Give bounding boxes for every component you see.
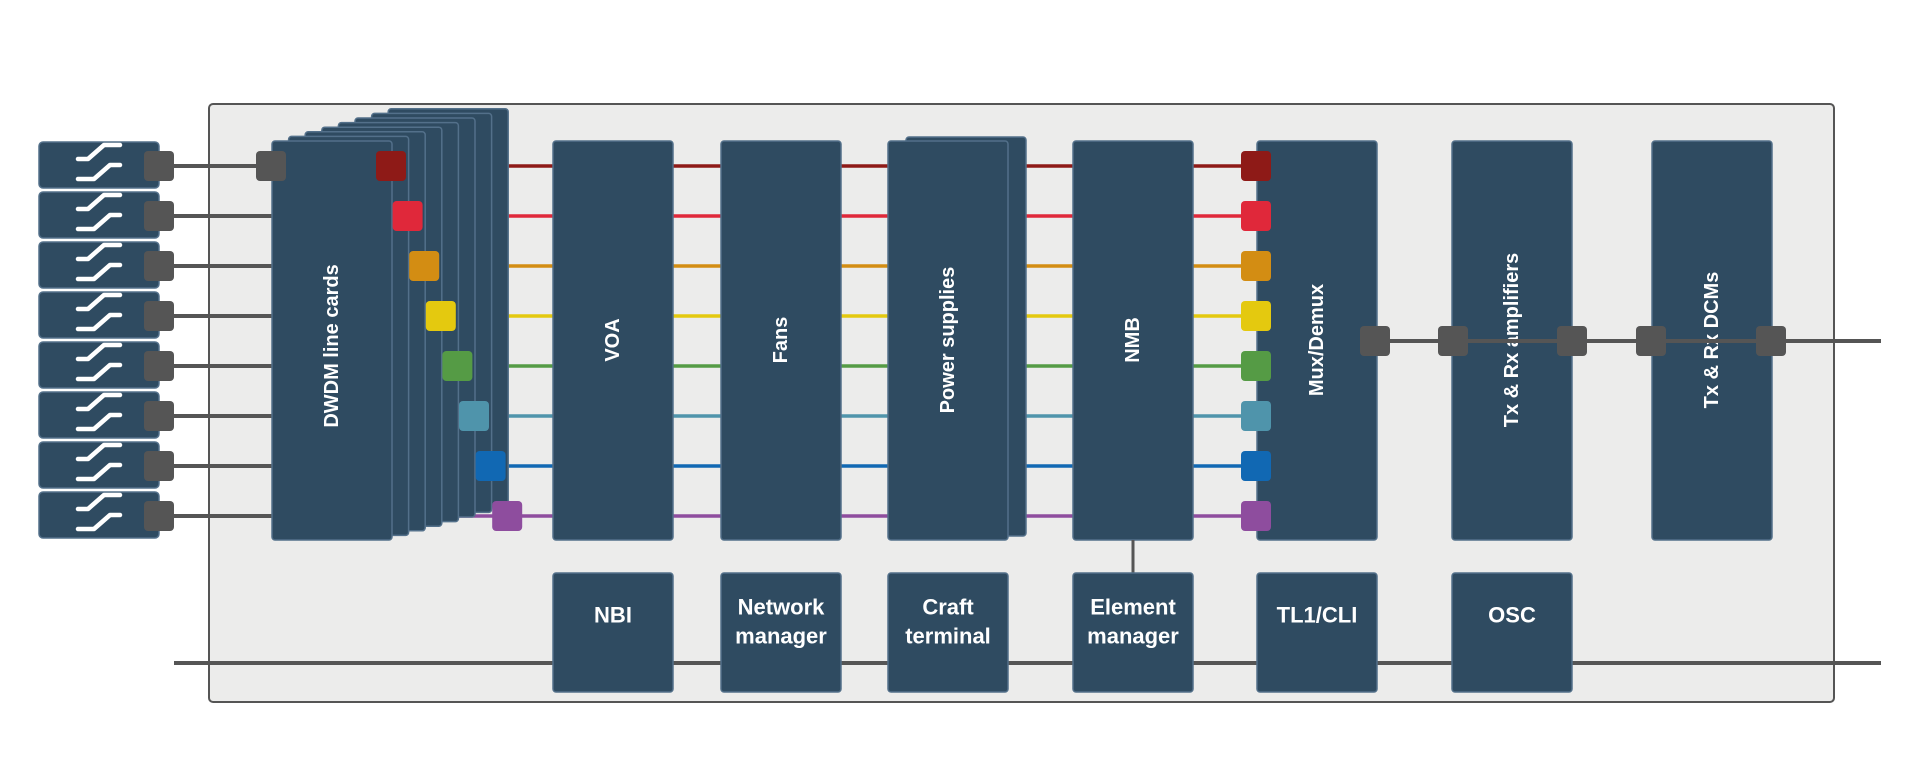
switch-icon <box>75 242 123 282</box>
tl1-cli-box <box>1256 572 1378 693</box>
voa-module <box>552 140 674 541</box>
line-card-port-6 <box>459 401 489 431</box>
element-manager-label-line-2: manager <box>1087 624 1179 649</box>
osc-box <box>1451 572 1573 693</box>
switch-icon <box>75 342 123 382</box>
mux-port-8 <box>1241 501 1271 531</box>
line-card-port-2 <box>392 201 423 231</box>
line-card-port-4 <box>425 301 456 331</box>
network-manager-label-line-2: manager <box>735 624 827 649</box>
network-manager-label-line-1: Network <box>738 595 826 620</box>
mux-port-5 <box>1241 351 1271 381</box>
client-port-5 <box>144 351 174 381</box>
fans-label: Fans <box>770 317 792 364</box>
line-card-port-1 <box>376 151 406 181</box>
line-card-port-3 <box>409 251 440 281</box>
switch-icon <box>75 492 123 532</box>
client-port-8 <box>144 501 174 531</box>
switch-icon <box>75 142 123 182</box>
line-card-port-7 <box>475 451 506 481</box>
line-card-port-8 <box>492 501 523 531</box>
line-side-port-5 <box>1756 326 1786 356</box>
nbi-label-line-1: NBI <box>594 603 632 628</box>
craft-terminal-box <box>887 572 1009 693</box>
craft-terminal-label-line-1: Craft <box>922 595 974 620</box>
line-card-input-port <box>256 151 286 181</box>
switch-icon <box>75 442 123 482</box>
tl1-cli-label-line-1: TL1/CLI <box>1277 603 1358 628</box>
element-manager-label-line-1: Element <box>1090 595 1176 620</box>
line-cards-label: DWDM line cards <box>321 264 343 427</box>
switch-icon <box>75 192 123 232</box>
voa-label: VOA <box>602 318 624 361</box>
line-side-port-2 <box>1438 326 1468 356</box>
mux-port-7 <box>1241 451 1271 481</box>
line-card-1 <box>271 140 393 541</box>
line-side-port-4 <box>1636 326 1666 356</box>
osc-label-line-1: OSC <box>1488 603 1536 628</box>
power-label: Power supplies <box>937 267 959 414</box>
mux-port-3 <box>1241 251 1271 281</box>
power-module <box>887 140 1009 541</box>
network-manager-box <box>720 572 842 693</box>
client-port-2 <box>144 201 174 231</box>
client-port-6 <box>144 401 174 431</box>
nbi-box <box>552 572 674 693</box>
line-side-port-1 <box>1360 326 1390 356</box>
mux-port-6 <box>1241 401 1271 431</box>
client-port-7 <box>144 451 174 481</box>
mux-port-1 <box>1241 151 1271 181</box>
line-card-port-5 <box>442 351 473 381</box>
fans-module <box>720 140 842 541</box>
client-port-4 <box>144 301 174 331</box>
element-manager-box <box>1072 572 1194 693</box>
mux-port-4 <box>1241 301 1271 331</box>
craft-terminal-label-line-2: terminal <box>905 624 991 649</box>
switch-icon <box>75 392 123 432</box>
muxdemux-label: Mux/Demux <box>1306 284 1328 396</box>
mux-port-2 <box>1241 201 1271 231</box>
client-port-3 <box>144 251 174 281</box>
nmb-label: NMB <box>1122 317 1144 363</box>
client-port-1 <box>144 151 174 181</box>
switch-icon <box>75 292 123 332</box>
line-side-port-3 <box>1557 326 1587 356</box>
